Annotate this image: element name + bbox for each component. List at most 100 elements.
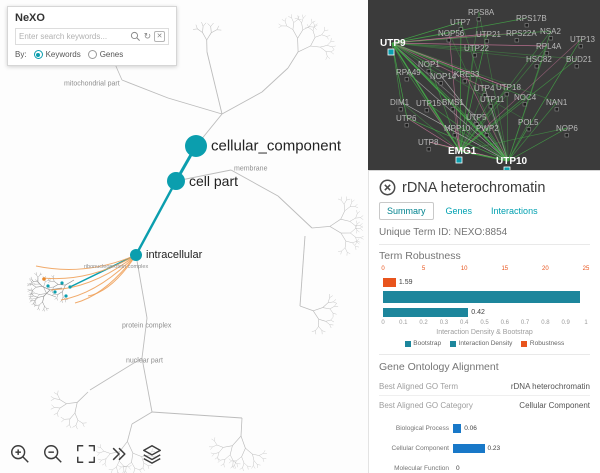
zoom-in-button[interactable] xyxy=(8,442,32,466)
zoom-out-button[interactable] xyxy=(41,442,65,466)
robustness-value: 1.59 xyxy=(398,278,413,286)
axis-tick-label: 0 xyxy=(381,320,385,326)
network-node[interactable]: NOP1 xyxy=(418,60,440,69)
axis-tick-label: 0.3 xyxy=(439,320,449,326)
go-alignment-key: Best Aligned GO Category xyxy=(379,400,473,410)
fit-to-screen-button[interactable] xyxy=(74,442,98,466)
ontology-tree-panel[interactable]: NeXO ↻ ✕ By: Keywords Genes xyxy=(0,0,368,473)
network-node[interactable]: UTP13 xyxy=(570,35,595,44)
axis-tick-label: 0.5 xyxy=(480,320,489,326)
robustness-bar xyxy=(383,277,396,287)
radio-keywords-label: Keywords xyxy=(45,50,81,59)
network-node[interactable]: NOP56 xyxy=(438,29,465,38)
network-node[interactable]: UTP4 xyxy=(474,84,495,93)
tree-term-label[interactable]: mitochondrial part xyxy=(64,80,120,88)
axis-tick-label: 20 xyxy=(542,266,549,272)
layers-button[interactable] xyxy=(140,442,164,466)
network-node[interactable]: DIM1 xyxy=(390,98,410,107)
network-node[interactable]: NOP6 xyxy=(556,124,578,133)
legend-label: Bootstrap xyxy=(413,340,442,347)
network-node[interactable]: UTP15 xyxy=(416,99,441,108)
network-node[interactable]: KRE33 xyxy=(454,70,480,79)
network-node[interactable]: BMS1 xyxy=(442,98,464,107)
detail-tabs: Summary Genes Interactions xyxy=(379,202,590,220)
network-node[interactable]: UTP7 xyxy=(450,18,471,27)
network-node[interactable]: UTP8 xyxy=(418,138,439,147)
axis-tick-label: 1 xyxy=(584,320,588,326)
layers-icon xyxy=(143,445,161,464)
unique-term-id: Unique Term ID: NEXO:8854 xyxy=(379,227,590,245)
detail-header: rDNA heterochromatin xyxy=(379,179,590,196)
network-node[interactable]: RPA49 xyxy=(396,68,421,77)
axis-tick-label: 0.9 xyxy=(561,320,570,326)
tab-genes[interactable]: Genes xyxy=(445,206,473,216)
network-node[interactable]: NOP14 xyxy=(430,72,457,81)
go-chart-value: 0.23 xyxy=(487,444,501,452)
legend-swatch xyxy=(521,340,528,347)
tree-node-label[interactable]: cell part xyxy=(189,173,239,189)
network-node[interactable]: NSA2 xyxy=(540,27,561,36)
tab-interactions[interactable]: Interactions xyxy=(491,206,538,216)
network-node[interactable]: EMG1 xyxy=(448,146,477,157)
network-node[interactable]: POL5 xyxy=(518,118,539,127)
refresh-icon[interactable]: ↻ xyxy=(143,31,152,41)
tree-term-label[interactable]: nuclear part xyxy=(126,357,163,365)
go-chart-value: 0.06 xyxy=(464,424,477,432)
network-node[interactable]: UTP9 xyxy=(380,38,406,49)
tree-term-label[interactable]: membrane xyxy=(234,165,268,173)
zoom-controls xyxy=(8,442,164,466)
tab-summary[interactable]: Summary xyxy=(379,202,434,220)
axis-tick-label: 0.2 xyxy=(419,320,428,326)
clear-icon[interactable]: ✕ xyxy=(154,31,165,42)
network-node[interactable]: UTP10 xyxy=(496,156,528,167)
network-node[interactable]: RPS8A xyxy=(468,8,495,17)
legend-label: Robustness xyxy=(529,340,565,347)
network-node[interactable]: HSC82 xyxy=(526,55,552,64)
radio-genes-control[interactable] xyxy=(87,50,97,59)
legend-item: Interaction Density xyxy=(450,340,512,347)
network-node[interactable]: UTP5 xyxy=(466,113,487,122)
network-node[interactable]: UTP18 xyxy=(496,83,521,92)
radio-keywords[interactable]: Keywords xyxy=(33,50,81,59)
legend-item: Bootstrap xyxy=(404,340,442,347)
axis-tick-label: 15 xyxy=(501,266,509,272)
tree-node-label[interactable]: intracellular xyxy=(146,249,203,261)
radio-genes[interactable]: Genes xyxy=(87,50,123,59)
go-chart-category: Molecular Function xyxy=(394,464,449,472)
close-icon[interactable] xyxy=(379,179,396,196)
network-node[interactable]: RPS17B xyxy=(516,14,547,23)
term-title: rDNA heterochromatin xyxy=(402,179,546,196)
zoom-out-icon xyxy=(44,445,62,463)
network-node[interactable]: MPP10 xyxy=(444,124,471,133)
ontology-tree-canvas[interactable] xyxy=(0,0,368,473)
network-node[interactable]: BUD21 xyxy=(566,55,592,64)
network-node[interactable]: UTP21 xyxy=(476,30,501,39)
radio-keywords-control[interactable] xyxy=(33,50,43,59)
go-alignment-value: Cellular Component xyxy=(519,400,590,410)
axis-tick-label: 25 xyxy=(582,266,590,272)
tree-term-label[interactable]: ribonucleoprotein complex xyxy=(84,264,149,270)
network-node[interactable]: NOC4 xyxy=(514,93,537,102)
expand-all-button[interactable] xyxy=(107,442,131,466)
network-node[interactable]: UTP22 xyxy=(464,44,489,53)
search-input[interactable] xyxy=(19,32,127,41)
search-mode-row: By: Keywords Genes xyxy=(15,50,169,59)
network-node[interactable]: UTP11 xyxy=(480,95,505,104)
network-node[interactable]: RPL4A xyxy=(536,42,562,51)
app-title: NeXO xyxy=(15,12,45,24)
tree-node-label[interactable]: cellular_component xyxy=(211,137,342,155)
tree-term-label[interactable]: protein complex xyxy=(122,322,172,330)
gene-network-canvas[interactable] xyxy=(368,0,600,170)
network-node[interactable]: PWP2 xyxy=(476,124,499,133)
network-node[interactable]: NAN1 xyxy=(546,98,568,107)
network-node[interactable]: RPS22A xyxy=(506,29,537,38)
network-node[interactable]: UTP6 xyxy=(396,114,417,123)
search-icon[interactable] xyxy=(130,31,141,42)
